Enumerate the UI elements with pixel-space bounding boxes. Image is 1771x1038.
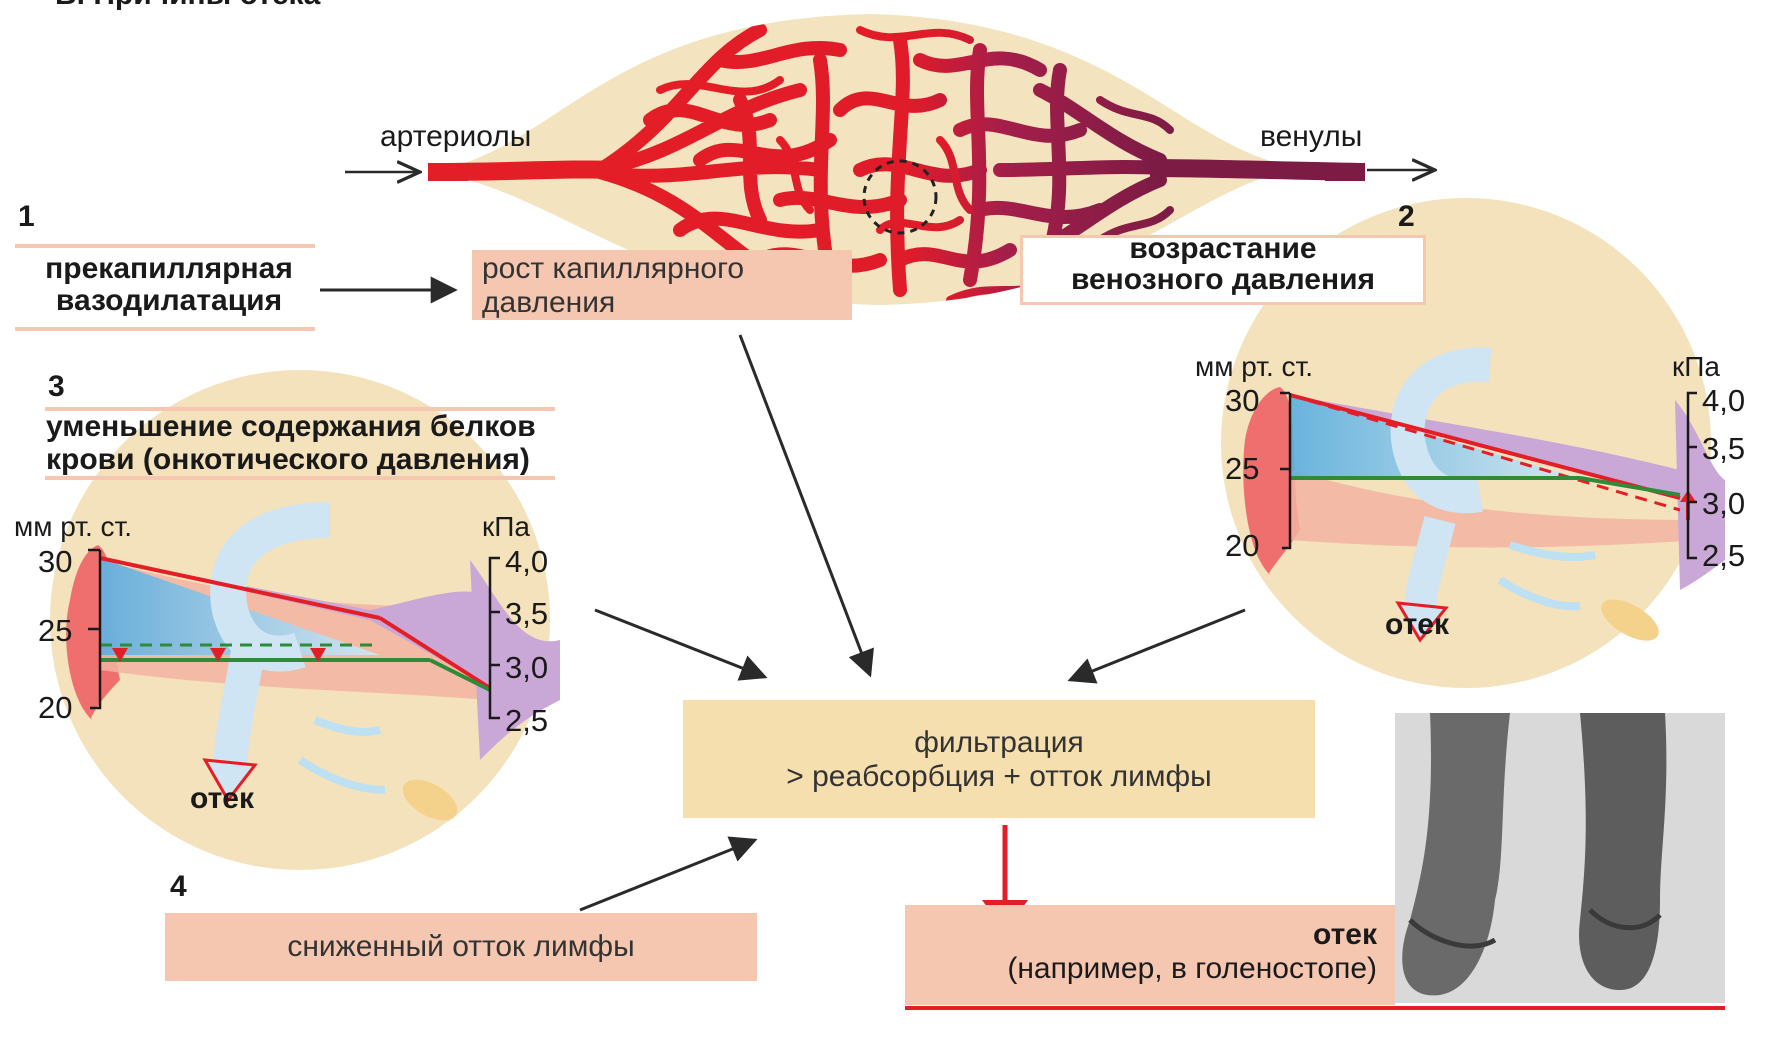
cause-3-line2: крови (онкотического давления) [46,443,536,476]
cause-1-label: прекапиллярная вазодилатация [14,253,324,317]
left-inset-tick-20: 20 [38,692,72,723]
left-inset-tick-2-5: 2,5 [505,705,548,736]
right-inset-edema-label: отек [1385,608,1449,642]
left-inset-tick-25: 25 [38,615,72,646]
result-line1: отек [905,918,1377,952]
filtration-line2: > реабсорбция + отток лимфы [683,760,1315,794]
swollen-feet-photo [1395,713,1725,1003]
venules-label: венулы [1260,120,1362,154]
diagram-title: B. Причины отека [55,0,320,12]
right-inset-tick-3-0: 3,0 [1702,488,1745,519]
left-inset-tick-30: 30 [38,546,72,577]
right-inset-kpa-unit: кПа [1672,350,1720,384]
cause-1-rule-top [15,244,315,248]
cause-3-line1: уменьшение содержания белков [46,410,536,443]
left-inset-tick-3-5: 3,5 [505,598,548,629]
left-inset-mmhg-unit: мм рт. ст. [14,510,132,544]
cause-1-line1: прекапиллярная [14,253,324,285]
right-inset-tick-3-5: 3,5 [1702,433,1745,464]
cause-3-rule-bottom [45,476,555,480]
right-inset-tick-20: 20 [1225,530,1259,561]
right-inset-mmhg-unit: мм рт. ст. [1195,350,1313,384]
right-inset-tick-4-0: 4,0 [1702,385,1745,416]
lymph-outflow-label: сниженный отток лимфы [165,930,757,964]
left-inset-edema-label: отек [190,782,254,816]
capillary-pressure-label: рост капиллярного давления [482,252,744,320]
result-label: отек (например, в голеностопе) [905,918,1377,986]
cause-2-label: возрастание венозного давления [1020,233,1426,295]
cause-3-number: 3 [48,370,65,404]
cause-3-label: уменьшение содержания белков крови (онко… [46,410,536,476]
cause-2-line1: возрастание [1020,233,1426,264]
cause-1-rule-bottom [15,327,315,331]
cause-2-line2: венозного давления [1020,264,1426,295]
cause-1-number: 1 [18,200,35,234]
filtration-label: фильтрация > реабсорбция + отток лимфы [683,726,1315,794]
arterioles-label: артериолы [380,120,531,154]
filtration-line1: фильтрация [683,726,1315,760]
cause-4-number: 4 [170,870,187,904]
right-inset-tick-25: 25 [1225,453,1259,484]
right-inset-tick-30: 30 [1225,385,1259,416]
cause-1-line2: вазодилатация [14,285,324,317]
right-inset-tick-2-5: 2,5 [1702,540,1745,571]
left-inset-kpa-unit: кПа [482,510,530,544]
capillary-pressure-line2: давления [482,286,744,320]
left-inset-tick-3-0: 3,0 [505,652,548,683]
result-line2: (например, в голеностопе) [905,952,1377,986]
left-inset-tick-4-0: 4,0 [505,546,548,577]
capillary-pressure-line1: рост капиллярного [482,252,744,286]
cause-2-number: 2 [1398,200,1415,234]
